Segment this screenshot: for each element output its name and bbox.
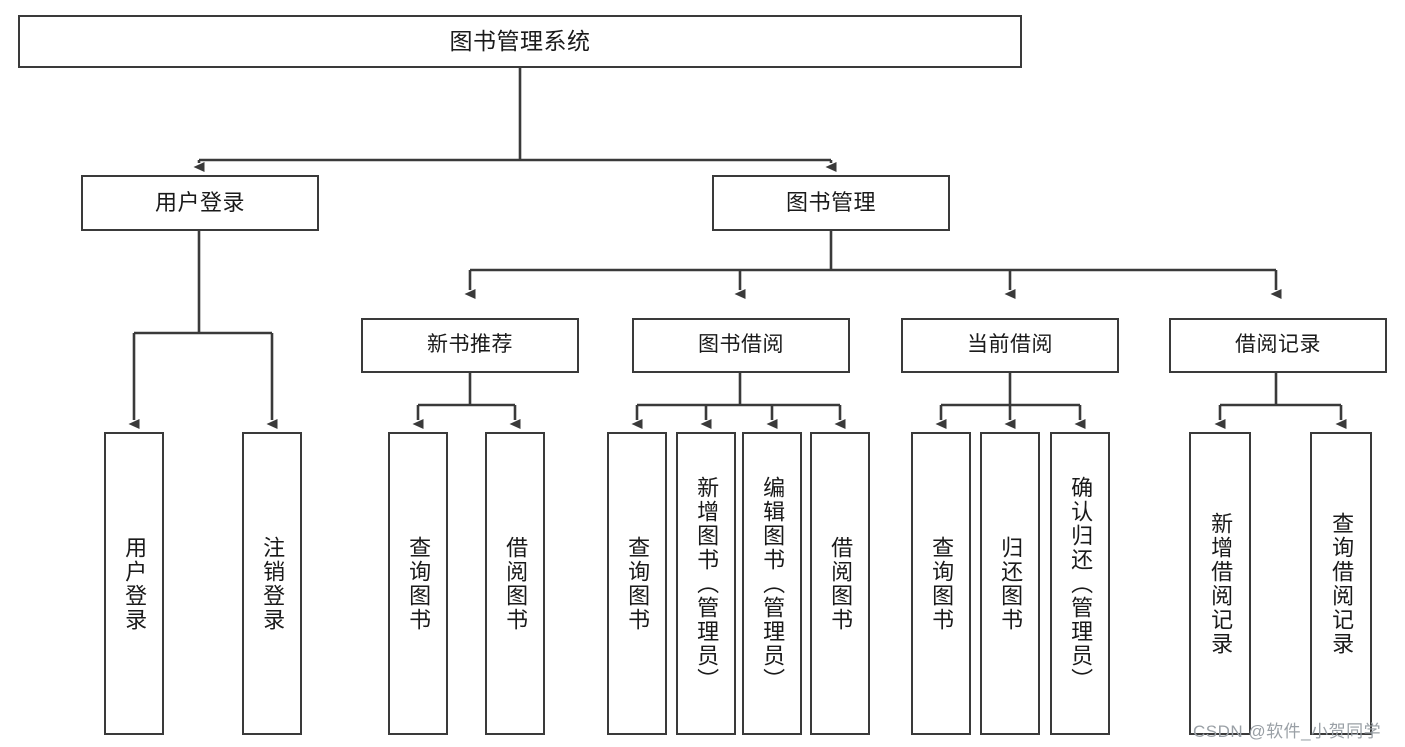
leaf-current-borrow-confirm-return-admin[interactable]: 确认归还（管理员） (1050, 432, 1110, 735)
node-label: 图书管理 (785, 190, 876, 216)
leaf-book-borrow-query-book[interactable]: 查询图书 (607, 432, 667, 735)
node-label: 归还图书 (998, 535, 1024, 632)
csdn-watermark: CSDN @软件_小贺同学 (1193, 722, 1382, 741)
node-book-borrow[interactable]: 图书借阅 (632, 318, 850, 373)
node-label: 查询图书 (929, 535, 955, 632)
leaf-user-login-login[interactable]: 用户登录 (104, 432, 164, 735)
leaf-current-borrow-query-book[interactable]: 查询图书 (911, 432, 971, 735)
node-current-borrow[interactable]: 当前借阅 (901, 318, 1119, 373)
leaf-borrow-record-add-record[interactable]: 新增借阅记录 (1189, 432, 1251, 735)
node-label: 当前借阅 (967, 333, 1053, 357)
node-label: 新书推荐 (427, 333, 513, 357)
leaf-book-borrow-add-book-admin[interactable]: 新增图书（管理员） (676, 432, 736, 735)
node-label: 查询图书 (406, 535, 432, 632)
node-root-book-management-system[interactable]: 图书管理系统 (18, 15, 1022, 68)
node-label: 借阅记录 (1235, 333, 1321, 357)
node-user-login[interactable]: 用户登录 (81, 175, 319, 231)
node-label: 注销登录 (260, 535, 286, 632)
leaf-user-login-logout[interactable]: 注销登录 (242, 432, 302, 735)
node-label: 图书管理系统 (449, 27, 591, 54)
node-label: 图书借阅 (698, 333, 784, 357)
leaf-new-book-borrow-book[interactable]: 借阅图书 (485, 432, 545, 735)
leaf-book-borrow-borrow-book[interactable]: 借阅图书 (810, 432, 870, 735)
node-label: 查询借阅记录 (1329, 511, 1355, 656)
node-label: 编辑图书（管理员） (760, 475, 786, 692)
node-label: 确认归还（管理员） (1068, 475, 1094, 692)
node-label: 用户登录 (154, 190, 245, 216)
leaf-new-book-query-book[interactable]: 查询图书 (388, 432, 448, 735)
node-label: 借阅图书 (828, 535, 854, 632)
node-new-book-recommend[interactable]: 新书推荐 (361, 318, 579, 373)
node-label: 查询图书 (625, 535, 651, 632)
node-label: 新增借阅记录 (1208, 511, 1234, 656)
leaf-borrow-record-query-record[interactable]: 查询借阅记录 (1310, 432, 1372, 735)
node-book-management[interactable]: 图书管理 (712, 175, 950, 231)
node-label: 新增图书（管理员） (694, 475, 720, 692)
node-label: 用户登录 (122, 535, 148, 632)
node-borrow-record[interactable]: 借阅记录 (1169, 318, 1387, 373)
node-label: 借阅图书 (503, 535, 529, 632)
leaf-book-borrow-edit-book-admin[interactable]: 编辑图书（管理员） (742, 432, 802, 735)
leaf-current-borrow-return-book[interactable]: 归还图书 (980, 432, 1040, 735)
